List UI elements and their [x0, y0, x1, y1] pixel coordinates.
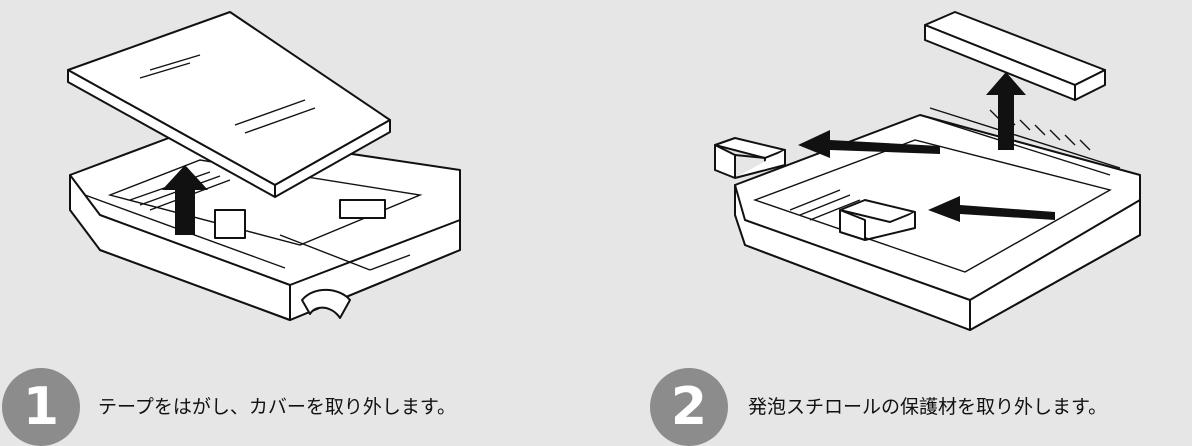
- step-instruction: 発泡スチロールの保護材を取り外します。: [748, 396, 1108, 418]
- foam-protector-removal-illustration: [714, 11, 1141, 331]
- paper-cassette: [69, 129, 461, 321]
- left-arrow-icon: [798, 130, 940, 158]
- step-1: 1 テープをはがし、カバーを取り外します。: [0, 368, 560, 446]
- cassette-cover-removal-illustration: [67, 11, 461, 321]
- step-2: 2 発泡スチロールの保護材を取り外します。: [648, 368, 1192, 446]
- cassette-cover: [67, 11, 391, 198]
- paper-cassette: [734, 107, 1141, 331]
- foam-protector-middle: [839, 199, 916, 241]
- up-arrow-icon: [986, 72, 1026, 150]
- step-number-badge: 1: [2, 368, 80, 446]
- step-instruction: テープをはがし、カバーを取り外します。: [98, 396, 456, 418]
- foam-protector-left: [714, 137, 786, 179]
- left-arrow-icon: [928, 196, 1055, 222]
- foam-protector-top: [924, 11, 1106, 101]
- up-arrow-icon: [162, 165, 208, 235]
- step-number-badge: 2: [650, 368, 728, 446]
